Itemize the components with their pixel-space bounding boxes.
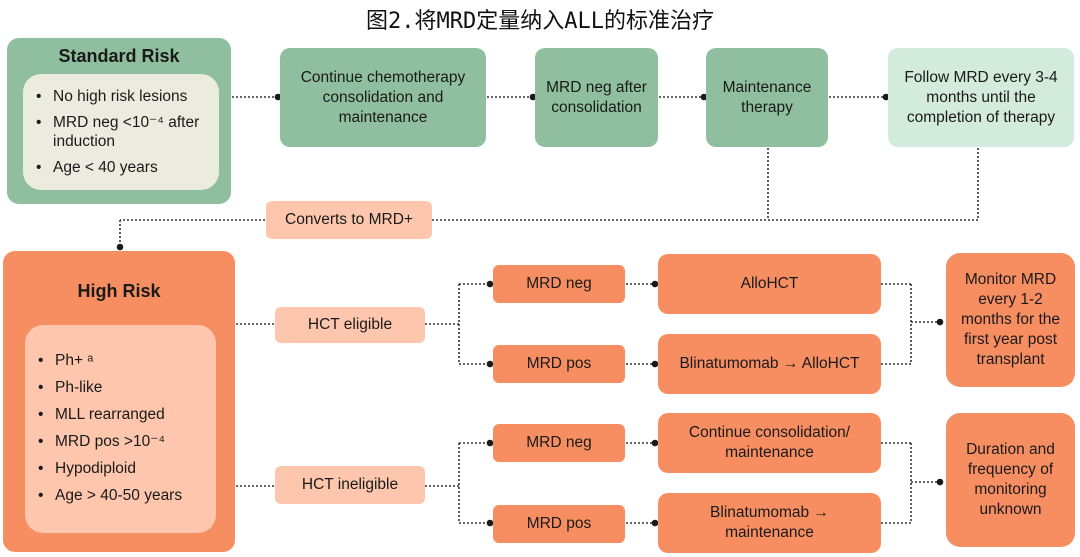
criteria-item: Age < 40 years (36, 158, 219, 177)
criteria-item: Hypodiploid (38, 459, 216, 478)
high-risk-criteria: Ph+ ᵃ Ph-like MLL rearranged MRD pos >10… (25, 325, 216, 533)
mrd-neg-after-consolidation-box: MRD neg after consolidation (535, 48, 658, 147)
follow-mrd-box: Follow MRD every 3-4 months until the co… (888, 48, 1074, 147)
high-risk-panel: High Risk Ph+ ᵃ Ph-like MLL rearranged M… (3, 251, 235, 552)
criteria-item: MRD neg <10⁻⁴ after induction (36, 113, 219, 151)
standard-risk-criteria: No high risk lesions MRD neg <10⁻⁴ after… (23, 74, 219, 190)
eligible-mrd-neg-box: MRD neg (493, 265, 625, 303)
criteria-item: MRD pos >10⁻⁴ (38, 432, 216, 451)
figure-title: 图2.将MRD定量纳入ALL的标准治疗 (366, 9, 714, 34)
standard-risk-heading: Standard Risk (58, 46, 180, 66)
allohct-box: AlloHCT (658, 254, 881, 314)
continue-consolidation-box: Continue consolidation/ maintenance (658, 413, 881, 473)
hct-eligible-label: HCT eligible (275, 307, 425, 343)
standard-risk-panel: Standard Risk No high risk lesions MRD n… (7, 38, 231, 204)
ineligible-mrd-pos-box: MRD pos (493, 505, 625, 543)
converts-to-mrd-positive-label: Converts to MRD+ (266, 201, 432, 239)
monitoring-unknown-box: Duration and frequency of monitoring unk… (946, 413, 1075, 547)
monitor-mrd-box: Monitor MRD every 1-2 months for the fir… (946, 253, 1075, 387)
eligible-mrd-pos-box: MRD pos (493, 345, 625, 383)
ineligible-mrd-neg-box: MRD neg (493, 424, 625, 462)
criteria-item: Age > 40-50 years (38, 486, 216, 505)
blinatumomab-allohct-box: Blinatumomab → AlloHCT (658, 334, 881, 394)
maintenance-therapy-box: Maintenance therapy (706, 48, 828, 147)
high-risk-heading: High Risk (77, 281, 161, 301)
criteria-item: No high risk lesions (36, 87, 219, 106)
criteria-item: MLL rearranged (38, 405, 216, 424)
continue-chemotherapy-box: Continue chemotherapy consolidation and … (280, 48, 486, 147)
hct-ineligible-label: HCT ineligible (275, 466, 425, 504)
blinatumomab-maintenance-box: Blinatumomab → maintenance (658, 493, 881, 553)
criteria-item: Ph+ ᵃ (38, 351, 216, 370)
criteria-item: Ph-like (38, 378, 216, 397)
